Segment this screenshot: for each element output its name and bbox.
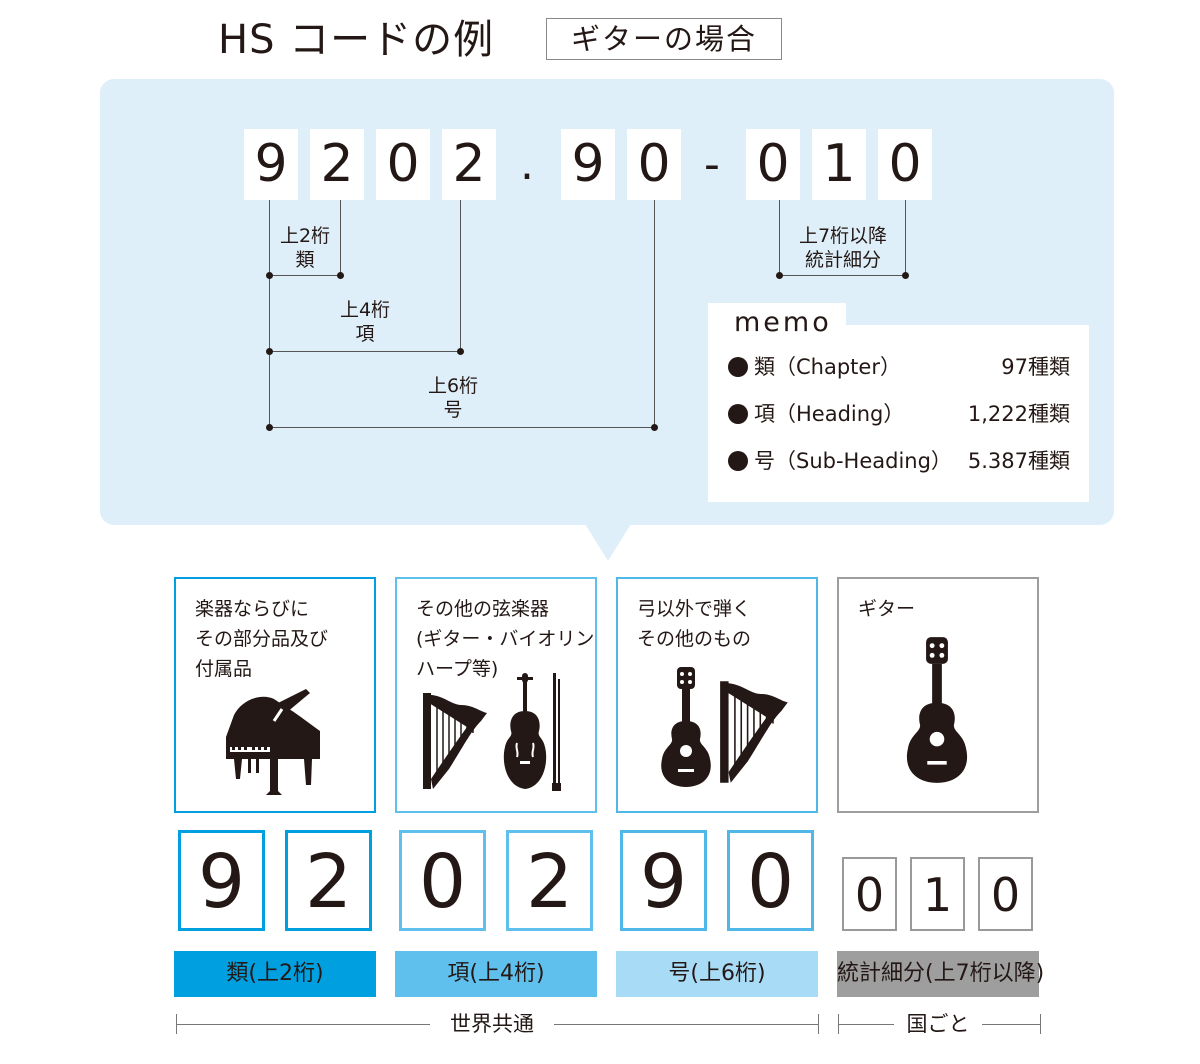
card-chapter-text: 楽器ならびに その部分品及び 付属品	[195, 598, 329, 680]
code-digit-8: 1	[812, 129, 866, 200]
code-digit-9: 0	[878, 129, 932, 200]
bracket-stat-line	[779, 275, 906, 276]
country-bracket-left	[838, 1024, 894, 1025]
memo-row-chapter: 類（Chapter） 97種類	[728, 352, 1070, 382]
anno-stat-digits: 上7桁以降	[798, 225, 888, 247]
anno-subheading-name: 号	[443, 399, 463, 421]
memo-row-subheading: 号（Sub-Heading） 5.387種類	[728, 446, 1070, 476]
bullet-icon	[728, 404, 748, 424]
digit-box-4: 2	[506, 830, 593, 931]
anno-chapter-name: 類	[295, 249, 315, 271]
label-subheading: 号(上6桁)	[616, 951, 818, 997]
card-heading-text: その他の弦楽器 (ギター・バイオリン ハープ等)	[416, 598, 595, 680]
anno-chapter: 上2桁 類	[265, 224, 345, 272]
anno-heading-name: 項	[355, 323, 375, 345]
memo-row-heading: 項（Heading） 1,222種類	[728, 399, 1070, 429]
memo-row-value: 97種類	[1001, 355, 1070, 379]
digit-box-1: 9	[178, 830, 265, 931]
digit-box-2: 2	[285, 830, 372, 931]
world-bracket-tick-right	[818, 1014, 819, 1034]
bracket-stat-start	[779, 200, 780, 275]
digit-box-3: 0	[399, 830, 486, 931]
code-digit-6: 0	[627, 129, 681, 200]
code-digit-1: 9	[244, 129, 298, 200]
bracket-chapter-end	[340, 200, 341, 275]
memo-row-label: 類（Chapter）	[754, 355, 901, 379]
anno-heading-digits: 上4桁	[339, 299, 391, 321]
label-chapter: 類(上2桁)	[174, 951, 376, 997]
code-digit-7: 0	[746, 129, 800, 200]
code-digit-3: 0	[376, 129, 430, 200]
memo-row-label: 号（Sub-Heading）	[754, 449, 952, 473]
memo-box	[708, 325, 1089, 502]
panel-pointer	[585, 524, 631, 561]
card-subheading-text: 弓以外で弾く その他のもの	[637, 598, 752, 650]
subtitle-box: ギターの場合	[546, 18, 782, 60]
card-stat-text: ギター	[858, 598, 916, 620]
bracket-dot	[266, 348, 273, 355]
memo-title: memo	[734, 307, 832, 338]
anno-subheading-digits: 上6桁	[427, 375, 479, 397]
anno-heading: 上4桁 項	[325, 298, 405, 346]
code-dot: .	[520, 139, 534, 190]
violin-icon	[503, 673, 561, 791]
label-stat: 統計細分(上7桁以降)	[837, 951, 1044, 997]
world-bracket-right	[554, 1024, 818, 1025]
code-digit-4: 2	[442, 129, 496, 200]
country-label: 国ごと	[906, 1012, 970, 1036]
bullet-icon	[728, 357, 748, 377]
card-subheading: 弓以外で弾く その他のもの	[616, 577, 818, 813]
code-digit-2: 2	[310, 129, 364, 200]
harp-icon	[423, 693, 487, 789]
country-bracket-right	[982, 1024, 1040, 1025]
country-bracket-tick-right	[1040, 1014, 1041, 1034]
harp-icon	[720, 681, 788, 783]
bracket-dot	[337, 272, 344, 279]
anno-stat: 上7桁以降 統計細分	[784, 224, 902, 272]
code-dash: -	[704, 139, 720, 190]
card-heading: その他の弦楽器 (ギター・バイオリン ハープ等)	[395, 577, 597, 813]
bracket-dot	[266, 272, 273, 279]
guitar-icon	[661, 667, 711, 787]
code-digit-5: 9	[561, 129, 615, 200]
bracket-dot	[266, 424, 273, 431]
bracket-left-line	[269, 200, 270, 428]
bracket-dot	[651, 424, 658, 431]
bracket-subheading-line	[269, 427, 655, 428]
world-bracket-tick-left	[176, 1014, 177, 1034]
page-title: HS コードの例	[218, 17, 495, 63]
bracket-stat-end	[905, 200, 906, 275]
digit-box-6: 0	[727, 830, 814, 931]
memo-row-label: 項（Heading）	[754, 402, 905, 426]
label-heading: 項(上4桁)	[395, 951, 597, 997]
digit-box-5: 9	[620, 830, 707, 931]
world-bracket-left	[176, 1024, 430, 1025]
digit-box-7: 0	[842, 857, 897, 931]
card-stat: ギター	[837, 577, 1039, 813]
anno-subheading: 上6桁 号	[413, 374, 493, 422]
country-bracket-tick-left	[838, 1014, 839, 1034]
bullet-icon	[728, 451, 748, 471]
grand-piano-icon	[226, 689, 320, 795]
anno-stat-name: 統計細分	[804, 249, 881, 271]
bracket-dot	[776, 272, 783, 279]
bracket-heading-end	[460, 200, 461, 351]
bracket-subheading-end	[654, 200, 655, 428]
memo-row-value: 1,222種類	[967, 402, 1070, 426]
bracket-dot	[902, 272, 909, 279]
digit-box-8: 1	[910, 857, 965, 931]
guitar-icon	[906, 637, 968, 783]
card-chapter: 楽器ならびに その部分品及び 付属品	[174, 577, 376, 813]
digit-box-9: 0	[978, 857, 1033, 931]
bracket-heading-line	[269, 351, 461, 352]
bracket-chapter-line	[269, 275, 341, 276]
bracket-dot	[457, 348, 464, 355]
anno-chapter-digits: 上2桁	[279, 225, 331, 247]
memo-row-value: 5.387種類	[967, 449, 1070, 473]
world-common-label: 世界共通	[450, 1012, 534, 1036]
